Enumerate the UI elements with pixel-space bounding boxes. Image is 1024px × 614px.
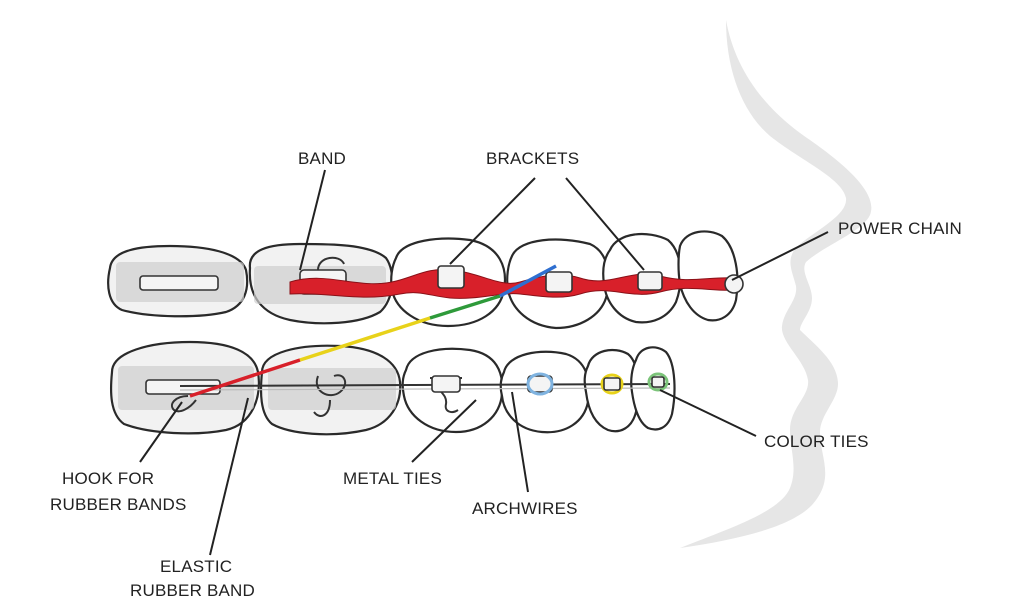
- color-tie-blue: [526, 372, 554, 396]
- elastic-segment-yellow: [299, 316, 431, 362]
- hook: [170, 395, 197, 413]
- lower-bracket-1: [431, 375, 461, 393]
- brackets-leader-1: [449, 177, 536, 265]
- elastic-rubber-band: [189, 264, 557, 398]
- archwire: [179, 383, 671, 387]
- lower-band-bracket: [313, 374, 347, 417]
- upper-bracket-4: [724, 274, 744, 294]
- label-metal-ties: METAL TIES: [343, 469, 442, 488]
- archwires-leader: [511, 391, 529, 493]
- label-elastic-line1: ELASTIC: [160, 557, 232, 576]
- upper-bracket-3: [637, 271, 663, 291]
- face-profile: [680, 20, 872, 548]
- lower-bracket-4: [651, 376, 665, 388]
- label-color-ties: COLOR TIES: [764, 432, 869, 451]
- label-band: BAND: [298, 149, 346, 168]
- lower-arch: [109, 340, 676, 436]
- hook-leader: [139, 401, 183, 463]
- label-elastic-line2: RUBBER BAND: [130, 581, 255, 600]
- label-hook-line2: RUBBER BANDS: [50, 495, 187, 514]
- label-archwires: ARCHWIRES: [472, 499, 578, 518]
- color-ties-leader: [659, 389, 757, 437]
- label-power-chain: POWER CHAIN: [838, 219, 962, 238]
- brackets-leader-2: [565, 177, 645, 271]
- lower-back-tube: [145, 379, 221, 395]
- lower-bracket-3: [603, 377, 621, 391]
- power-chain-leader: [731, 231, 829, 281]
- elastic-leader: [209, 397, 249, 556]
- upper-back-tube: [139, 275, 219, 291]
- color-tie-yellow: [600, 373, 624, 395]
- upper-arch: [107, 230, 744, 330]
- label-hook-line1: HOOK FOR: [62, 469, 154, 488]
- label-brackets: BRACKETS: [486, 149, 579, 168]
- elastic-segment-red: [189, 358, 301, 398]
- metal-ties-leader: [411, 399, 477, 463]
- band-leader: [299, 169, 326, 271]
- elastic-segment-green: [429, 294, 501, 320]
- elastic-segment-blue: [499, 264, 557, 298]
- archwire-inner: [179, 387, 671, 391]
- upper-bracket-1: [437, 265, 465, 289]
- upper-bracket-2: [545, 271, 573, 293]
- color-tie-green: [647, 372, 669, 392]
- upper-band-hook: [317, 256, 345, 271]
